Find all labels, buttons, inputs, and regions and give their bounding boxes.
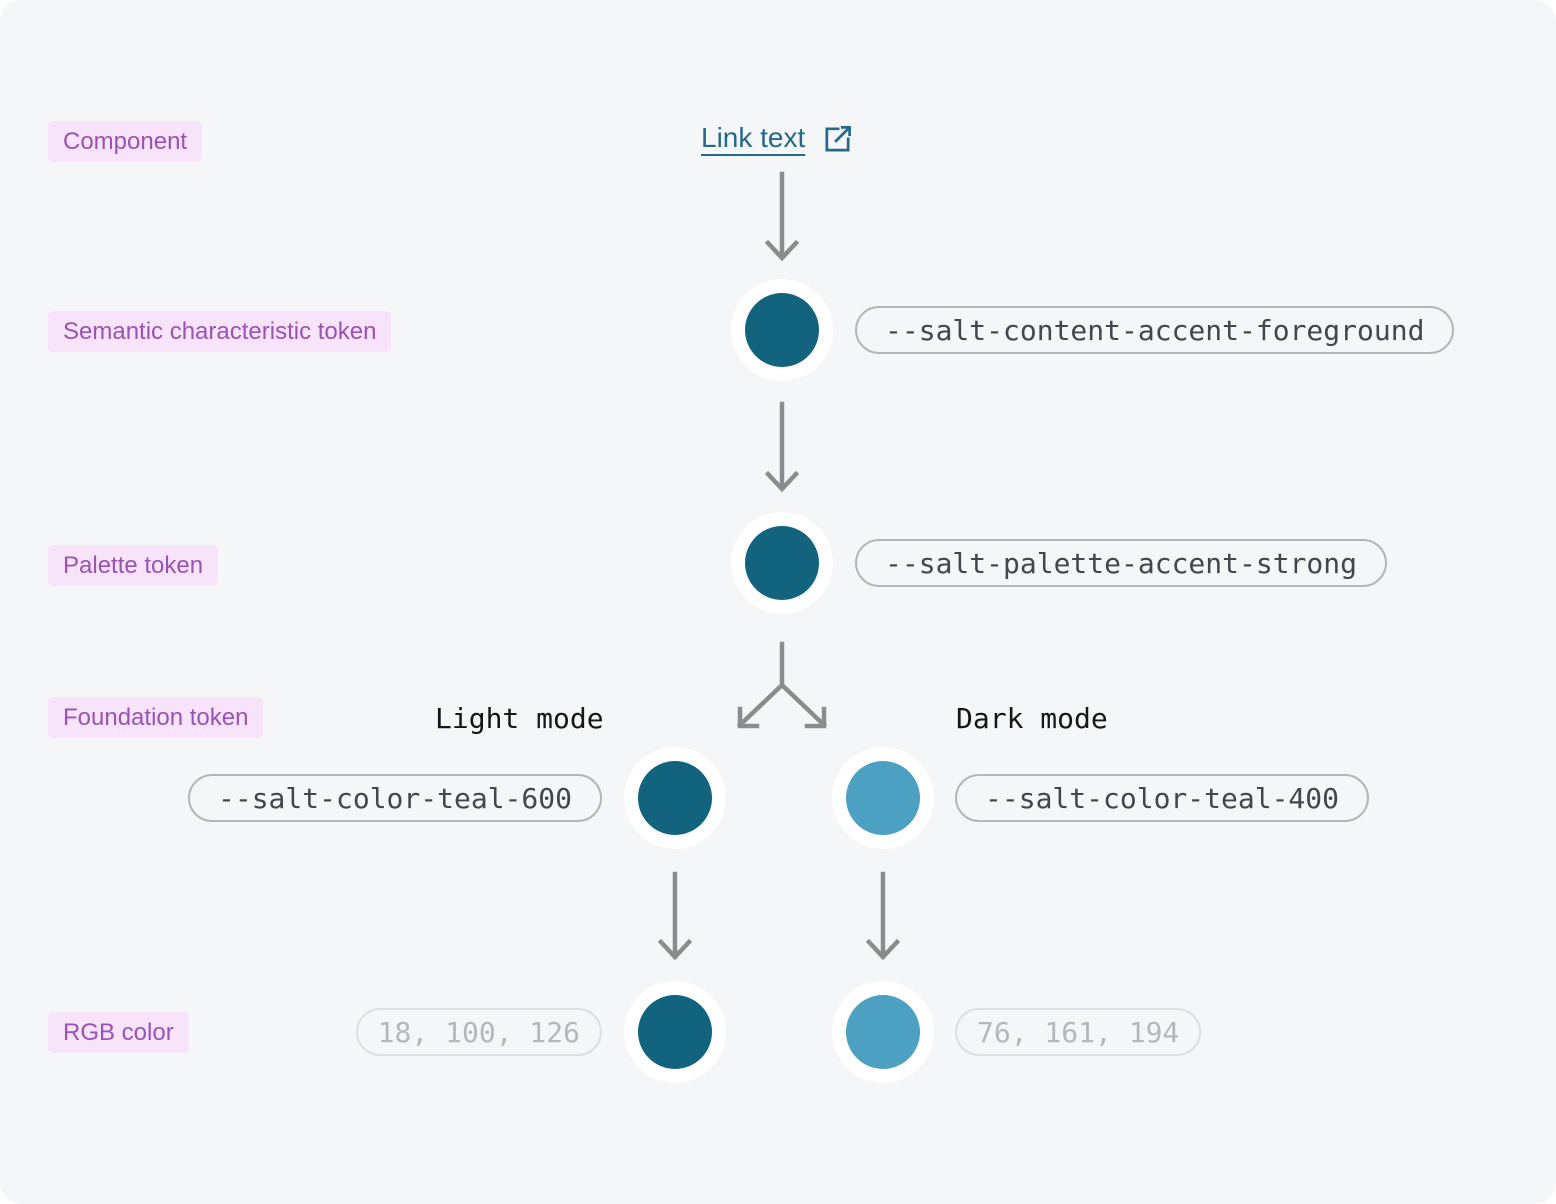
external-link-icon <box>822 123 853 154</box>
foundation-dark-swatch <box>846 761 920 835</box>
arrow-light-foundation-to-rgb <box>657 871 693 961</box>
dark-mode-heading: Dark mode <box>956 702 1108 735</box>
rgb-light-swatch <box>638 995 712 1069</box>
rgb-value-dark-pill: 76, 161, 194 <box>955 1008 1202 1056</box>
component-link-row: Link text <box>701 118 853 158</box>
foundation-light-swatch <box>638 761 712 835</box>
palette-token-pill: --salt-palette-accent-strong <box>855 539 1388 587</box>
foundation-dark-token-pill: --salt-color-teal-400 <box>955 774 1370 822</box>
semantic-token-swatch <box>745 293 819 367</box>
palette-token-swatch <box>745 526 819 600</box>
semantic-token-pill: --salt-content-accent-foreground <box>855 306 1455 354</box>
link-text[interactable]: Link text <box>701 122 806 153</box>
rgb-dark-swatch <box>846 995 920 1069</box>
row-label-palette-token: Palette token <box>48 545 219 586</box>
foundation-light-token-pill: --salt-color-teal-600 <box>187 774 602 822</box>
rgb-value-light-pill: 18, 100, 126 <box>355 1008 602 1056</box>
row-label-component: Component <box>48 121 203 162</box>
arrow-semantic-to-palette <box>764 401 800 493</box>
row-label-rgb-color: RGB color <box>48 1012 189 1053</box>
row-label-semantic-characteristic-token: Semantic characteristic token <box>48 311 392 352</box>
arrow-link-to-semantic <box>764 171 800 262</box>
arrow-dark-foundation-to-rgb <box>865 871 901 961</box>
light-mode-heading: Light mode <box>435 702 604 735</box>
row-label-foundation-token: Foundation token <box>48 697 264 738</box>
arrow-palette-branch <box>736 641 828 729</box>
